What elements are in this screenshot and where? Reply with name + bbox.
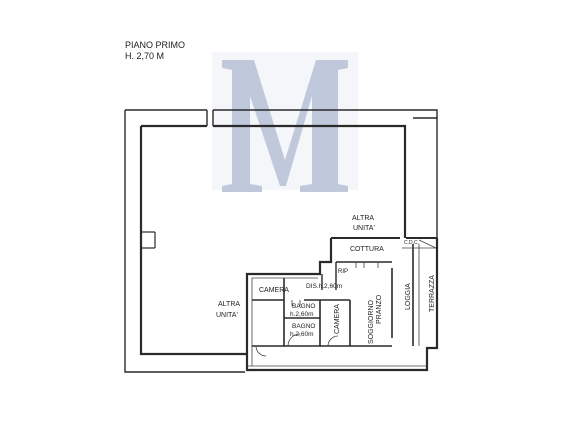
label-altra-unita-top-2: UNITA' <box>353 225 375 232</box>
label-rip: RIP <box>338 269 348 275</box>
label-cdc: C.D.C. <box>404 240 419 246</box>
label-bagno-1-height: h.2,60m <box>290 311 314 318</box>
label-bagno-2: BAGNO <box>292 323 315 330</box>
label-bagno-2-height: h.2,60m <box>290 331 314 338</box>
label-cottura: COTTURA <box>350 246 384 253</box>
label-camera-2: CAMERA <box>334 304 341 334</box>
label-altra-unita-left-2: UNITA' <box>216 312 238 319</box>
room-labels: ALTRA UNITA' ALTRA UNITA' COTTURA C.D.C.… <box>216 215 436 344</box>
label-camera-1: CAMERA <box>259 287 289 294</box>
label-soggiorno: SOGGIORNO <box>368 299 375 344</box>
watermark-m-shape <box>222 60 348 192</box>
label-altra-unita-top-1: ALTRA <box>352 215 374 222</box>
floor-height: H. 2,70 M <box>125 51 164 61</box>
watermark-logo <box>212 52 358 192</box>
label-loggia: LOGGIA <box>405 283 412 310</box>
label-terrazza: TERRAZZA <box>429 275 436 312</box>
label-pranzo: PRANZO <box>376 294 383 324</box>
outer-walls <box>124 109 438 373</box>
floor-title: PIANO PRIMO <box>125 40 185 50</box>
unit-walls <box>245 237 439 372</box>
label-altra-unita-left-1: ALTRA <box>218 301 240 308</box>
label-dis: DIS.h.2,60m <box>306 283 342 290</box>
label-bagno-1: BAGNO <box>292 303 315 310</box>
